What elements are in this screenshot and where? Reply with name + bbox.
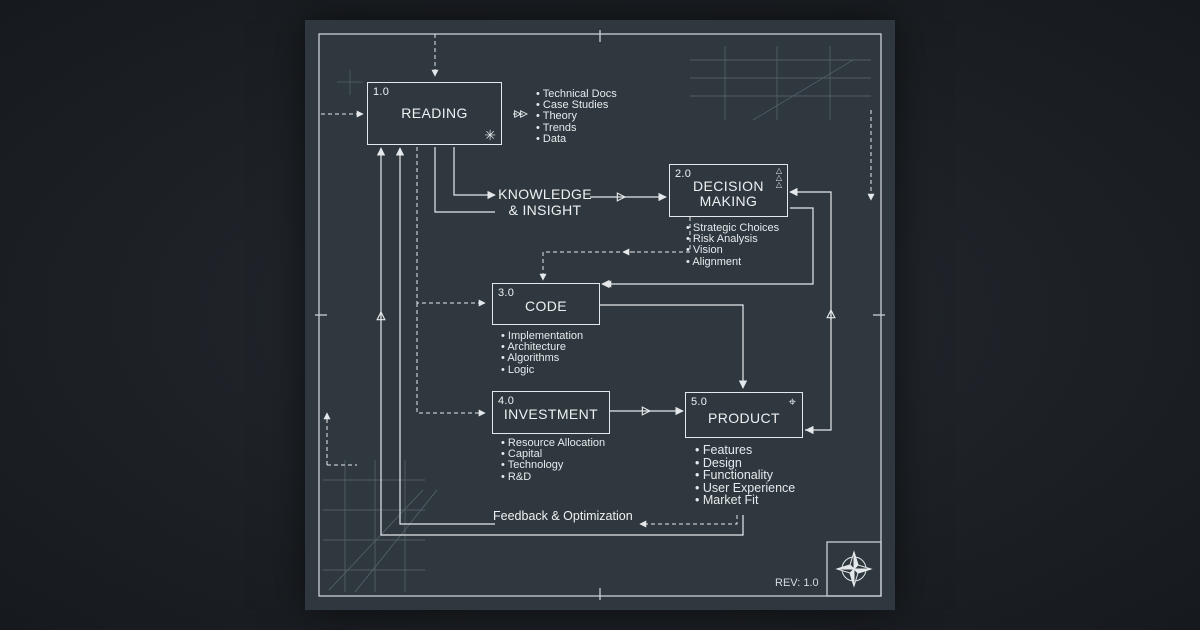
asterisk-icon: ✳ xyxy=(484,127,496,143)
grid-bottom-left xyxy=(323,460,438,593)
crosshair-icon: ⌖ xyxy=(788,394,796,409)
node-number: 5.0 xyxy=(691,396,708,408)
frame xyxy=(315,30,885,600)
list-item: Logic xyxy=(501,364,583,376)
compass-rose-icon xyxy=(835,550,873,588)
list-item: Theory xyxy=(536,111,617,122)
connector-layer xyxy=(315,30,885,600)
list-item: Architecture xyxy=(501,341,583,353)
node-number: 4.0 xyxy=(498,395,515,407)
list-item: Implementation xyxy=(501,330,583,342)
list-item: Alignment xyxy=(686,256,779,268)
node-title: INVESTMENT xyxy=(503,406,599,422)
list-item: Market Fit xyxy=(695,494,795,507)
node-number: 1.0 xyxy=(373,86,390,98)
blueprint-panel: 1.0 READING ✳ 2.0 DECISION MAKING △△△ 3.… xyxy=(305,20,895,610)
code-items: Implementation Architecture Algorithms L… xyxy=(501,330,583,376)
node-reading: 1.0 READING ✳ xyxy=(367,82,502,145)
list-item: Algorithms xyxy=(501,353,583,364)
list-item: Features xyxy=(695,444,795,457)
triangles-icon: △△△ xyxy=(775,166,782,189)
list-item: Design xyxy=(695,456,795,470)
list-item: User Experience xyxy=(695,482,795,495)
node-number: 2.0 xyxy=(675,168,692,180)
node-title: CODE xyxy=(524,297,568,314)
reading-items: Technical Docs Case Studies Theory Trend… xyxy=(536,88,617,145)
node-title: DECISION MAKING xyxy=(693,177,764,209)
feedback-label: Feedback & Optimization xyxy=(493,509,633,523)
edge-arrows xyxy=(321,34,875,466)
decision-items: Strategic Choices Risk Analysis Vision A… xyxy=(686,222,779,268)
list-item: Capital xyxy=(501,448,605,460)
grid-top-left xyxy=(337,70,363,95)
node-title: READING xyxy=(401,105,468,121)
solid-connectors xyxy=(381,147,831,536)
list-item: Resource Allocation xyxy=(501,437,605,449)
investment-items: Resource Allocation Capital Technology R… xyxy=(501,437,605,483)
node-number: 3.0 xyxy=(498,287,515,299)
list-item: Technology xyxy=(501,460,605,471)
list-item: Case Studies xyxy=(536,99,617,111)
list-item: Functionality xyxy=(695,469,795,482)
product-items: Features Design Functionality User Exper… xyxy=(695,444,795,507)
list-item: Data xyxy=(536,133,617,145)
list-item: Risk Analysis xyxy=(686,233,779,245)
node-investment: 4.0 INVESTMENT xyxy=(492,391,610,434)
node-product: 5.0 PRODUCT ⌖ xyxy=(685,392,803,438)
revision-label: REV: 1.0 xyxy=(775,577,819,589)
node-title: PRODUCT xyxy=(707,410,781,426)
list-item: Trends xyxy=(536,122,617,134)
list-item: Technical Docs xyxy=(536,88,617,100)
node-decision-making: 2.0 DECISION MAKING △△△ xyxy=(669,164,788,217)
knowledge-insight-label: KNOWLEDGE & INSIGHT xyxy=(498,186,592,218)
list-item: Strategic Choices xyxy=(686,222,779,234)
grid-top-right xyxy=(690,46,871,121)
node-code: 3.0 CODE xyxy=(492,283,600,325)
list-item: Vision xyxy=(686,245,779,256)
list-item: R&D xyxy=(501,471,605,483)
